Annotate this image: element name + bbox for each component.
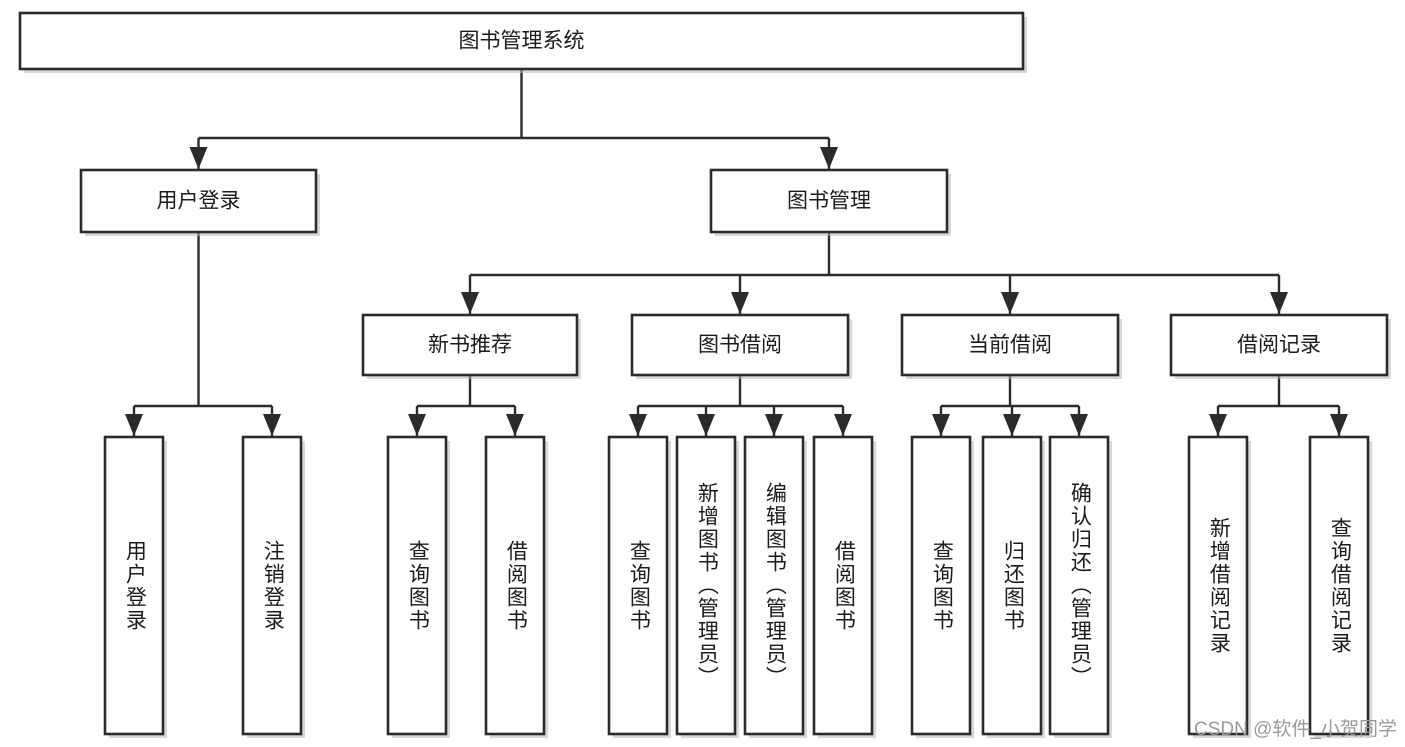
conn-l2b-arrow-1 — [731, 292, 749, 314]
node-leaf-1[interactable] — [241, 435, 303, 736]
node-leaf-6[interactable] — [743, 435, 805, 736]
conn-l2b-arrow-3 — [1270, 292, 1288, 314]
node-l3-label-1: 图书借阅 — [698, 334, 782, 357]
node-leaf-5[interactable] — [675, 435, 737, 736]
boxes-layer — [18, 11, 1391, 738]
node-l2-1[interactable] — [709, 168, 949, 234]
node-leaf-7[interactable] — [812, 435, 874, 736]
node-l3-1[interactable] — [630, 313, 850, 377]
node-leaf-11[interactable] — [1187, 435, 1249, 736]
conn-l2b-arrow-0 — [461, 292, 479, 314]
conn-newbook-arrow-1 — [506, 414, 524, 436]
node-l3-label-2: 当前借阅 — [968, 334, 1052, 357]
conn-l2b-arrow-2 — [1001, 292, 1019, 314]
node-l3-0[interactable] — [361, 313, 579, 377]
node-leaf-9[interactable] — [981, 435, 1043, 736]
node-l3-2[interactable] — [900, 313, 1120, 377]
conn-borrow-arrow-0 — [629, 414, 647, 436]
conn-record-arrow-0 — [1209, 414, 1227, 436]
conn-borrow-arrow-2 — [765, 414, 783, 436]
conn-current-arrow-0 — [932, 414, 950, 436]
node-l2-0[interactable] — [79, 168, 318, 234]
conn-current-arrow-2 — [1070, 414, 1088, 436]
node-leaf-3[interactable] — [484, 435, 546, 736]
node-l2-label-0: 用户登录 — [157, 190, 241, 213]
conn-current-arrow-1 — [1003, 414, 1021, 436]
node-root-label: 图书管理系统 — [459, 30, 585, 53]
conn-login-arrow-1 — [263, 414, 281, 436]
node-l3-label-3: 借阅记录 — [1237, 334, 1321, 357]
conn-newbook-arrow-0 — [408, 414, 426, 436]
conn-borrow-arrow-3 — [834, 414, 852, 436]
node-l3-3[interactable] — [1169, 313, 1389, 377]
node-leaf-12[interactable] — [1308, 435, 1370, 736]
node-leaf-2[interactable] — [386, 435, 448, 736]
node-root[interactable] — [18, 11, 1025, 71]
node-l3-label-0: 新书推荐 — [428, 334, 512, 357]
connectors-layer — [125, 69, 1348, 436]
node-leaf-4[interactable] — [607, 435, 669, 736]
conn-borrow-arrow-1 — [697, 414, 715, 436]
node-l2-label-1: 图书管理 — [787, 190, 871, 213]
conn-login-arrow-0 — [125, 414, 143, 436]
conn-root-arrow-1 — [820, 147, 838, 169]
node-leaf-10[interactable] — [1048, 435, 1110, 736]
watermark-text: CSDN @软件_小贺同学 — [1194, 719, 1397, 740]
node-leaf-0[interactable] — [103, 435, 165, 736]
conn-record-arrow-1 — [1330, 414, 1348, 436]
node-leaf-8[interactable] — [910, 435, 972, 736]
conn-root-arrow-0 — [189, 147, 208, 169]
